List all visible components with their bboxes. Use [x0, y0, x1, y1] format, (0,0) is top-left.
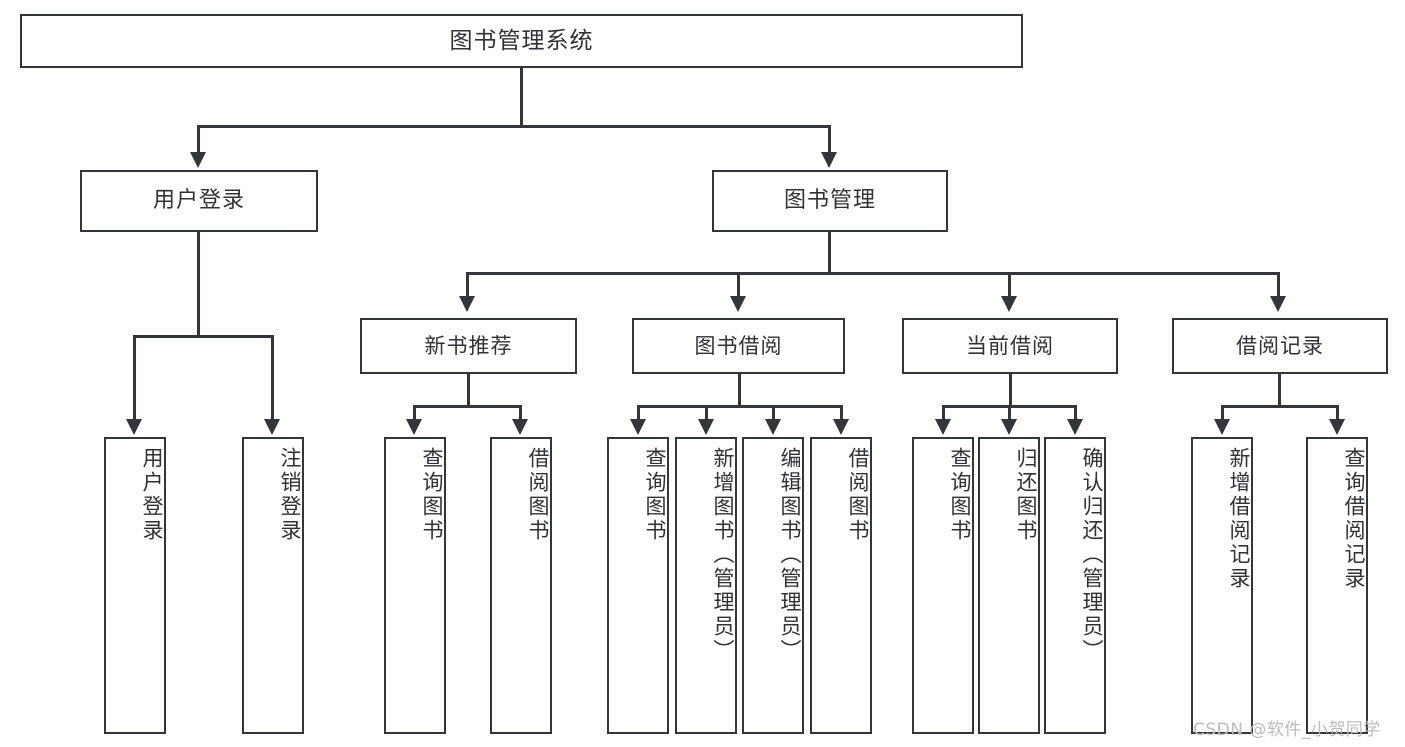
connector-level1-bus — [197, 125, 831, 128]
node-root-book-management-system[interactable]: 图书管理系统 — [20, 14, 1023, 68]
connector-book-management-stem — [828, 232, 831, 275]
node-label: 用户登录 — [140, 447, 164, 543]
leaf-book-borrow-3[interactable]: 借阅图书 — [810, 437, 872, 734]
arrow-br-child-2 — [1329, 419, 1345, 435]
leaf-new-book-recommend-1[interactable]: 借阅图书 — [490, 437, 552, 734]
connector-new-book-recommend-stem — [467, 374, 470, 408]
node-label: 新增借阅记录 — [1227, 447, 1251, 591]
connector-to-new-book-recommend — [466, 272, 469, 299]
connector-nbr-child-1 — [413, 405, 416, 421]
leaf-new-book-recommend-0[interactable]: 查询图书 — [384, 437, 446, 734]
node-label: 图书借阅 — [694, 333, 783, 358]
connector-root-stem — [520, 68, 523, 125]
watermark-csdn: CSDN @软件_小贺同学 — [1193, 720, 1381, 740]
arrow-to-book-management — [821, 152, 837, 168]
connector-book-borrow-bus — [637, 405, 843, 408]
leaf-user-login-0[interactable]: 用户登录 — [104, 437, 166, 734]
arrow-br-child-1 — [1214, 419, 1230, 435]
node-label: 借阅记录 — [1236, 333, 1324, 358]
node-label: 新增图书（管理员） — [711, 447, 735, 663]
node-label: 查询图书 — [420, 447, 444, 543]
arrow-user-login-child-2 — [264, 419, 280, 435]
connector-user-login-stem — [197, 232, 200, 338]
connector-cb-child-1 — [942, 405, 945, 421]
arrow-bb-child-4 — [833, 419, 849, 435]
connector-bb-child-2 — [705, 405, 708, 421]
node-label: 查询图书 — [643, 447, 667, 543]
leaf-borrow-record-0[interactable]: 新增借阅记录 — [1191, 437, 1253, 734]
connector-to-book-borrow — [737, 272, 740, 299]
leaf-user-login-1[interactable]: 注销登录 — [242, 437, 304, 734]
node-label: 借阅图书 — [526, 447, 550, 543]
arrow-user-login-child-1 — [126, 419, 142, 435]
connector-to-user-login — [197, 125, 200, 155]
node-label: 借阅图书 — [846, 447, 870, 543]
arrow-to-current-borrow — [1001, 296, 1017, 312]
node-label: 查询借阅记录 — [1342, 447, 1366, 591]
connector-borrow-record-stem — [1278, 374, 1281, 408]
connector-book-borrow-stem — [738, 374, 741, 408]
connector-borrow-record-bus — [1221, 405, 1339, 408]
leaf-current-borrow-0[interactable]: 查询图书 — [912, 437, 974, 734]
connector-level3-bus — [466, 272, 1280, 275]
arrow-cb-child-2 — [1001, 419, 1017, 435]
connector-current-borrow-stem — [1009, 374, 1012, 408]
leaf-book-borrow-0[interactable]: 查询图书 — [607, 437, 669, 734]
node-label: 归还图书 — [1014, 447, 1038, 543]
leaf-borrow-record-1[interactable]: 查询借阅记录 — [1306, 437, 1368, 734]
node-user-login[interactable]: 用户登录 — [80, 170, 318, 232]
connector-br-child-1 — [1221, 405, 1224, 421]
connector-cb-child-2 — [1008, 405, 1011, 421]
connector-to-current-borrow — [1008, 272, 1011, 299]
node-label: 编辑图书（管理员） — [778, 447, 802, 663]
arrow-to-new-book-recommend — [459, 296, 475, 312]
node-current-borrow[interactable]: 当前借阅 — [902, 318, 1118, 374]
arrow-bb-child-3 — [765, 419, 781, 435]
leaf-book-borrow-1[interactable]: 新增图书（管理员） — [675, 437, 737, 734]
arrow-to-borrow-record — [1270, 296, 1286, 312]
connector-to-borrow-record — [1277, 272, 1280, 299]
node-book-management[interactable]: 图书管理 — [712, 170, 948, 232]
arrow-to-user-login — [190, 152, 206, 168]
node-label: 图书管理系统 — [449, 27, 594, 54]
node-label: 用户登录 — [152, 188, 245, 214]
node-book-borrow[interactable]: 图书借阅 — [632, 318, 845, 374]
arrow-cb-child-1 — [935, 419, 951, 435]
node-label: 确认归还（管理员） — [1080, 447, 1104, 663]
connector-bb-child-4 — [840, 405, 843, 421]
connector-user-login-bus — [133, 335, 271, 338]
connector-br-child-2 — [1336, 405, 1339, 421]
connector-user-login-child-2 — [271, 335, 274, 421]
arrow-to-book-borrow — [730, 296, 746, 312]
arrow-bb-child-2 — [698, 419, 714, 435]
leaf-current-borrow-2[interactable]: 确认归还（管理员） — [1044, 437, 1106, 734]
node-label: 注销登录 — [278, 447, 302, 543]
connector-user-login-child-1 — [133, 335, 136, 421]
node-label: 查询图书 — [948, 447, 972, 543]
connector-to-book-management — [828, 125, 831, 155]
node-label: 图书管理 — [783, 188, 876, 214]
arrow-nbr-child-2 — [512, 419, 528, 435]
connector-bb-child-3 — [772, 405, 775, 421]
node-label: 当前借阅 — [966, 333, 1054, 358]
node-label: 新书推荐 — [424, 333, 513, 358]
leaf-current-borrow-1[interactable]: 归还图书 — [978, 437, 1040, 734]
arrow-bb-child-1 — [630, 419, 646, 435]
node-borrow-record[interactable]: 借阅记录 — [1172, 318, 1388, 374]
leaf-book-borrow-2[interactable]: 编辑图书（管理员） — [742, 437, 804, 734]
arrow-nbr-child-1 — [406, 419, 422, 435]
connector-nbr-child-2 — [519, 405, 522, 421]
connector-bb-child-1 — [637, 405, 640, 421]
arrow-cb-child-3 — [1067, 419, 1083, 435]
connector-cb-child-3 — [1074, 405, 1077, 421]
node-new-book-recommend[interactable]: 新书推荐 — [360, 318, 577, 374]
connector-new-book-recommend-bus — [413, 405, 522, 408]
